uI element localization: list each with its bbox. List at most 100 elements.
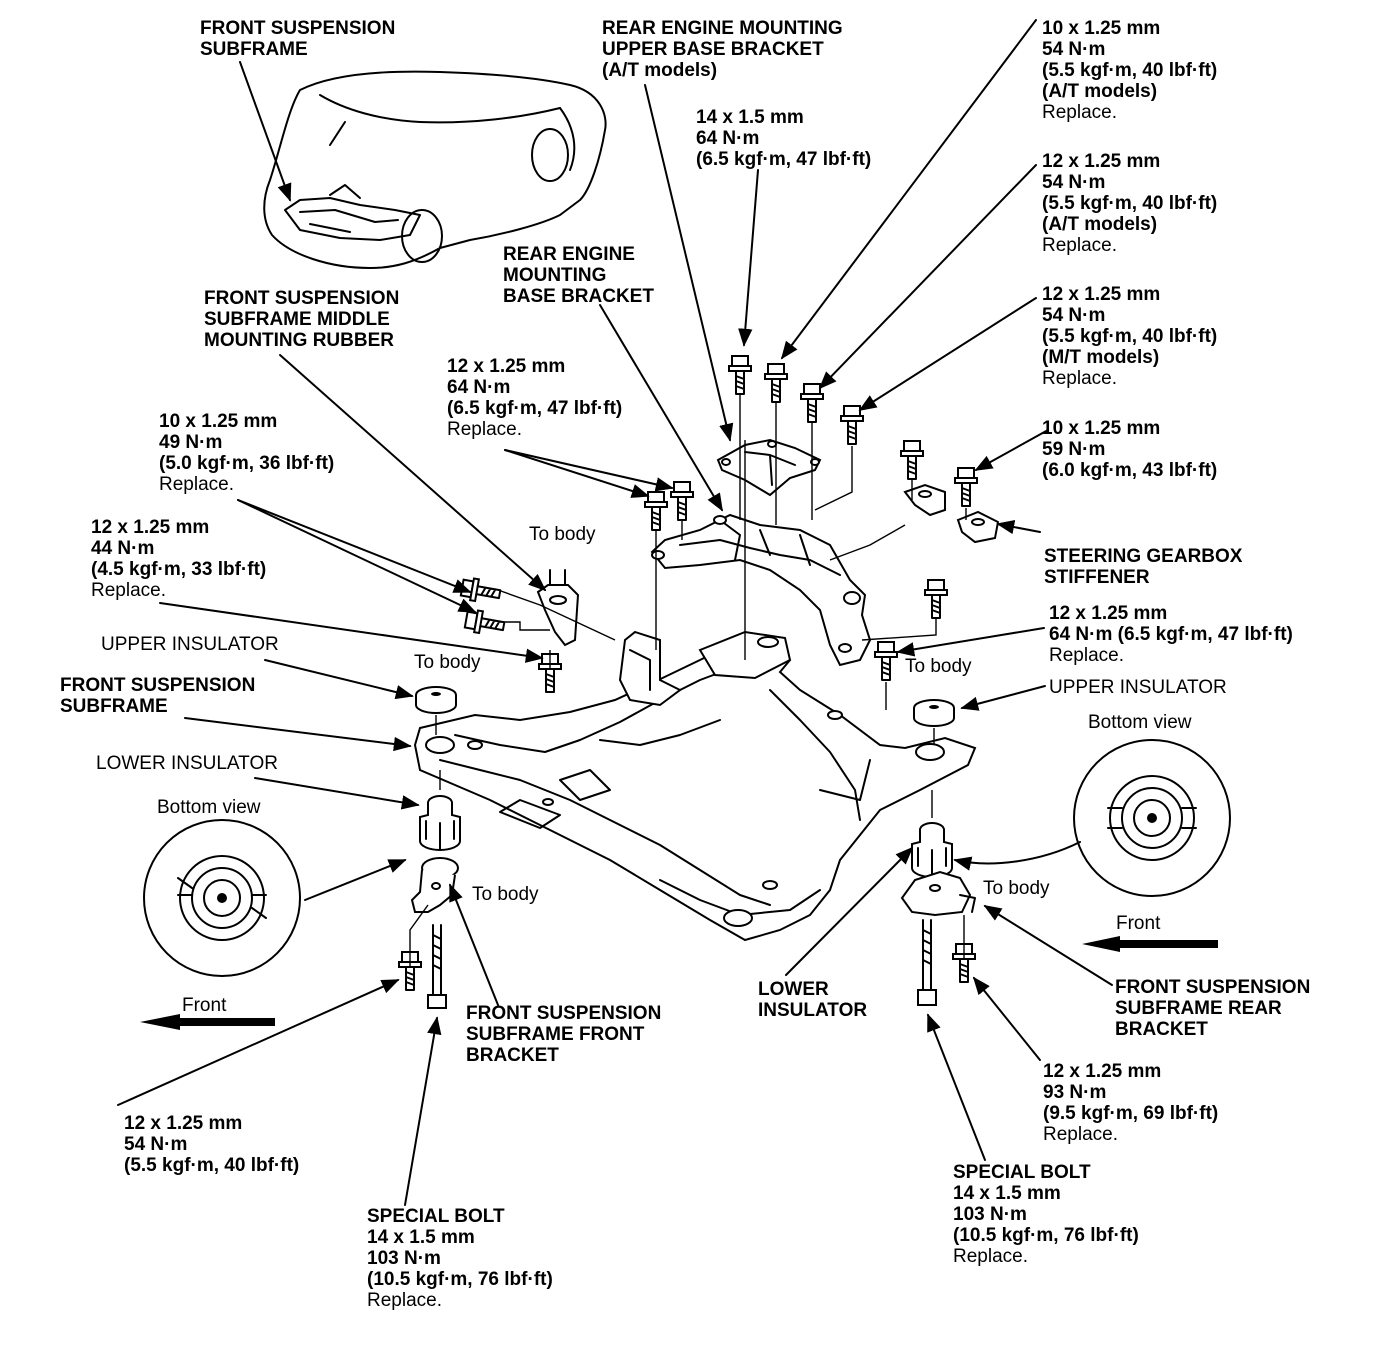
text-line: INSULATOR [758,1000,868,1021]
label-bolt-12-54-mt: 12 x 1.25 mm 54 N·m (5.5 kgf·m, 40 lbf·f… [1042,284,1217,389]
label-bolt-14-64: 14 x 1.5 mm 64 N·m (6.5 kgf·m, 47 lbf·ft… [696,107,871,170]
text-line: (5.0 kgf·m, 36 lbf·ft) [159,453,335,474]
text-line: (6.5 kgf·m, 47 lbf·ft) [447,398,623,419]
text-line: (4.5 kgf·m, 33 lbf·ft) [91,559,267,580]
text-line: 64 N·m [447,377,511,398]
middle-mounting-rubber [536,569,580,647]
text-line: 12 x 1.25 mm [91,517,210,538]
label-rear-base-bracket: REAR ENGINE MOUNTING BASE BRACKET [503,244,654,307]
front-suspension-subframe [413,630,977,942]
text-line: 54 N·m [1042,39,1106,60]
text-line: 54 N·m [1042,305,1106,326]
text-line: REAR ENGINE [503,244,635,265]
text-line: Replace. [1049,645,1124,666]
text-line: 10 x 1.25 mm [1042,18,1161,39]
label-to-body-2: To body [414,652,481,673]
label-bolt-10-49: 10 x 1.25 mm 49 N·m (5.0 kgf·m, 36 lbf·f… [159,411,334,495]
label-bolt-12-64-right: 12 x 1.25 mm 64 N·m (6.5 kgf·m, 47 lbf·f… [1049,603,1293,666]
text-line: 12 x 1.25 mm [124,1113,243,1134]
text-line: Replace. [953,1246,1028,1267]
front-arrow-right [1082,936,1218,952]
text-line: 49 N·m [159,432,223,453]
bottom-view-right [953,739,1231,897]
text-line: Replace. [1042,368,1117,389]
text-line: Replace. [1042,102,1117,123]
text-line: FRONT SUSPENSION [204,288,400,309]
steering-gearbox-stiffener [903,483,1000,544]
text-line: (9.5 kgf·m, 69 lbf·ft) [1043,1103,1219,1124]
label-to-body-1: To body [529,524,596,545]
text-line: (10.5 kgf·m, 76 lbf·ft) [953,1225,1139,1246]
text-line: 14 x 1.5 mm [953,1183,1061,1204]
text-line: BRACKET [466,1045,559,1066]
label-bolt-10-59: 10 x 1.25 mm 59 N·m (6.0 kgf·m, 43 lbf·f… [1042,418,1217,481]
label-subframe-inset: FRONT SUSPENSION SUBFRAME [200,18,395,60]
label-special-bolt-right: SPECIAL BOLT 14 x 1.5 mm 103 N·m (10.5 k… [953,1162,1139,1267]
label-special-bolt-left: SPECIAL BOLT 14 x 1.5 mm 103 N·m (10.5 k… [367,1206,553,1311]
text-line: BASE BRACKET [503,286,654,307]
label-to-body-3: To body [905,656,972,677]
text-line: SUBFRAME MIDDLE [204,309,390,330]
text-line: 10 x 1.25 mm [1042,418,1161,439]
text-line: LOWER [758,979,829,1000]
front-arrow-left [140,1014,275,1030]
label-upper-insulator-right: UPPER INSULATOR [1049,677,1227,698]
car-silhouette-inset [239,61,607,269]
label-bottom-view-left: Bottom view [157,797,261,818]
label-front-right: Front [1116,913,1161,934]
label-bolt-12-54-at: 12 x 1.25 mm 54 N·m (5.5 kgf·m, 40 lbf·f… [1042,151,1217,256]
text-line: (10.5 kgf·m, 76 lbf·ft) [367,1269,553,1290]
label-to-body-4: To body [983,878,1050,899]
label-front-left: Front [182,995,227,1016]
text-line: 64 N·m (6.5 kgf·m, 47 lbf·ft) [1049,624,1293,645]
text-line: FRONT SUSPENSION [466,1003,662,1024]
text-line: 12 x 1.25 mm [1042,284,1161,305]
text-line: 54 N·m [1042,172,1106,193]
label-lower-insulator-right: LOWER INSULATOR [758,979,867,1021]
label-steering-stiffener: STEERING GEARBOX STIFFENER [1044,546,1242,588]
text-line: FRONT SUSPENSION [1115,977,1311,998]
text-line: 59 N·m [1042,439,1106,460]
text-line: 44 N·m [91,538,155,559]
text-line: SUBFRAME [200,39,308,60]
text-line: Replace. [1042,235,1117,256]
text-line: 12 x 1.25 mm [1043,1061,1162,1082]
text-line: (M/T models) [1042,347,1160,368]
label-subframe-main: FRONT SUSPENSION SUBFRAME [60,675,255,717]
label-bolt-12-64-top: 12 x 1.25 mm 64 N·m (6.5 kgf·m, 47 lbf·f… [447,356,622,440]
special-bolt-right [917,919,937,1006]
text-line: (A/T models) [1042,81,1158,102]
text-line: MOUNTING [503,265,607,286]
assembly-guide-lines [409,395,967,966]
label-bolt-12-44: 12 x 1.25 mm 44 N·m (4.5 kgf·m, 33 lbf·f… [91,517,266,601]
text-line: SUBFRAME [60,696,168,717]
label-middle-rubber: FRONT SUSPENSION SUBFRAME MIDDLE MOUNTIN… [204,288,399,351]
special-bolt-left [427,924,447,1009]
label-bolt-10-54-at: 10 x 1.25 mm 54 N·m (5.5 kgf·m, 40 lbf·f… [1042,18,1217,123]
text-line: (6.0 kgf·m, 43 lbf·ft) [1042,460,1218,481]
text-line: SPECIAL BOLT [367,1206,505,1227]
text-line: (6.5 kgf·m, 47 lbf·ft) [696,149,872,170]
label-bolt-12-54-bottom: 12 x 1.25 mm 54 N·m (5.5 kgf·m, 40 lbf·f… [124,1113,299,1176]
text-line: SPECIAL BOLT [953,1162,1091,1183]
text-line: SUBFRAME FRONT [466,1024,645,1045]
text-line: UPPER BASE BRACKET [602,39,824,60]
label-lower-insulator-left: LOWER INSULATOR [96,753,278,774]
label-front-bracket: FRONT SUSPENSION SUBFRAME FRONT BRACKET [466,1003,661,1066]
text-line: (5.5 kgf·m, 40 lbf·ft) [124,1155,300,1176]
text-line: 54 N·m [124,1134,188,1155]
label-rear-bracket: FRONT SUSPENSION SUBFRAME REAR BRACKET [1115,977,1310,1040]
text-line: STIFFENER [1044,567,1150,588]
text-line: Replace. [1043,1124,1118,1145]
text-line: Replace. [367,1290,442,1311]
text-line: (5.5 kgf·m, 40 lbf·ft) [1042,60,1218,81]
label-upper-insulator-left: UPPER INSULATOR [101,634,279,655]
text-line: 10 x 1.25 mm [159,411,278,432]
subframe-rear-bracket [900,870,976,917]
bottom-view-left [143,819,407,977]
label-bolt-12-93: 12 x 1.25 mm 93 N·m (9.5 kgf·m, 69 lbf·f… [1043,1061,1218,1145]
text-line: MOUNTING RUBBER [204,330,394,351]
text-line: STEERING GEARBOX [1044,546,1243,567]
text-line: Replace. [91,580,166,601]
